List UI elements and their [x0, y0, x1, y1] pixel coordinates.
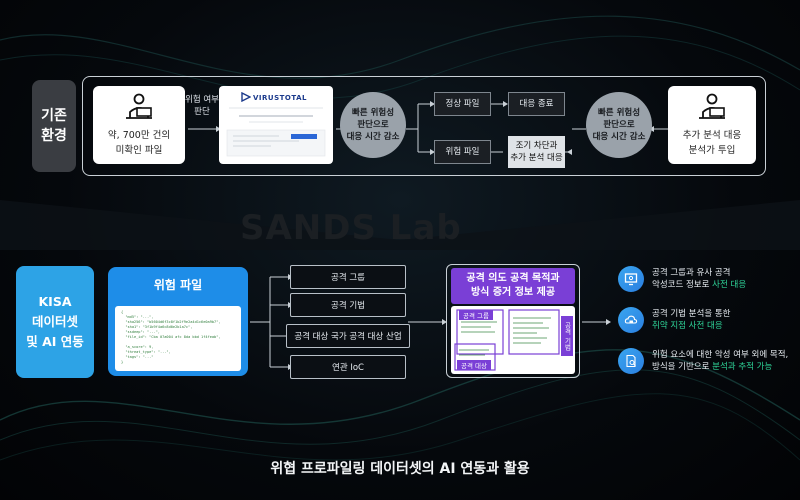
result-3-line2: 방식을 기반으로	[652, 362, 713, 372]
evidence-frame	[446, 264, 580, 378]
analyst-line2: 분석가 투입	[688, 145, 736, 156]
attack-technique-box: 공격 기법	[290, 293, 406, 317]
virustotal-logo-icon	[241, 92, 251, 102]
risky-file-box: 위험 파일	[434, 140, 491, 164]
attack-target-box: 공격 대상 국가 공격 대상 산업	[286, 324, 410, 348]
unknown-files-line2: 미확인 파일	[115, 145, 163, 156]
normal-file-box: 정상 파일	[434, 92, 491, 116]
result-3-line1: 위험 요소에 대한 악성 여부 외에 목적,	[652, 350, 789, 360]
threat-file-header: 위험 파일	[108, 267, 248, 301]
legacy-flow-frame	[82, 76, 766, 176]
cloud-lock-icon	[618, 307, 644, 333]
virustotal-screenshot: VIRUSTOTAL	[219, 86, 333, 164]
analyst-line1: 추가 분석 대응	[682, 130, 742, 141]
fast-judgement-circle-left: 빠른 위험성 판단으로 대응 시간 감소	[340, 92, 406, 158]
result-item-1: 공격 그룹과 유사 공격 악성코드 정보로 사전 대응	[618, 266, 746, 292]
tag-attack-technique: 공격 기법	[561, 316, 573, 356]
sandslab-watermark: SANDS Lab	[240, 208, 462, 248]
analyst-card: 추가 분석 대응 분석가 투입	[668, 86, 756, 164]
result-1-line1: 공격 그룹과 유사 공격	[652, 268, 731, 278]
tag-attack-group: 공격 그룹	[459, 310, 493, 320]
unknown-files-card: 약, 700만 건의 미확인 파일	[93, 86, 185, 164]
result-2-line1: 공격 기법 분석을 통한	[652, 309, 731, 319]
result-item-3: 위험 요소에 대한 악성 여부 외에 목적, 방식을 기반으로 분석과 추적 가…	[618, 348, 788, 374]
result-3-highlight: 분석과 추적 가능	[712, 362, 773, 372]
evidence-header: 공격 의도 공격 목적과 방식 증거 정보 제공	[451, 268, 575, 304]
tag-attack-target: 공격 대상	[457, 360, 491, 370]
fast-judgement-circle-right: 빠른 위험성 판단으로 대응 시간 감소	[586, 92, 652, 158]
threat-file-body: { "md5": "...", "sha256": "b5604d6f3c8f1…	[108, 301, 248, 376]
person-computer-icon	[699, 93, 725, 119]
attack-group-box: 공격 그룹	[290, 265, 406, 289]
related-ioc-box: 연관 IoC	[290, 355, 406, 379]
result-1-highlight: 사전 대응	[712, 280, 747, 290]
virustotal-logo-text: VIRUSTOTAL	[253, 94, 307, 102]
diagram-caption: 위협 프로파일링 데이터셋의 AI 연동과 활용	[270, 461, 530, 477]
unknown-files-line1: 약, 700만 건의	[107, 130, 171, 141]
monitor-icon	[618, 266, 644, 292]
threat-json-snippet: { "md5": "...", "sha256": "b5604d6f3c8f1…	[115, 306, 241, 371]
legacy-environment-label: 기존 환경	[32, 80, 76, 172]
kisa-dataset-label: KISA 데이터셋 및 AI 연동	[16, 266, 94, 378]
early-block-box: 조기 차단과 추가 분석 대응	[508, 136, 565, 168]
document-search-icon	[618, 348, 644, 374]
virustotal-page-mock	[226, 107, 326, 157]
result-item-2: 공격 기법 분석을 통한 취약 지점 사전 대응	[618, 307, 731, 333]
person-computer-icon	[126, 93, 152, 119]
evidence-screenshot: 공격 그룹 공격 대상 공격 기법	[451, 306, 575, 374]
risk-judgement-label: 위험 여부 판단	[185, 95, 219, 117]
end-response-box: 대응 종료	[508, 92, 565, 116]
result-2-highlight: 취약 지점 사전 대응	[652, 321, 723, 331]
result-1-line2: 악성코드 정보로	[652, 280, 713, 290]
